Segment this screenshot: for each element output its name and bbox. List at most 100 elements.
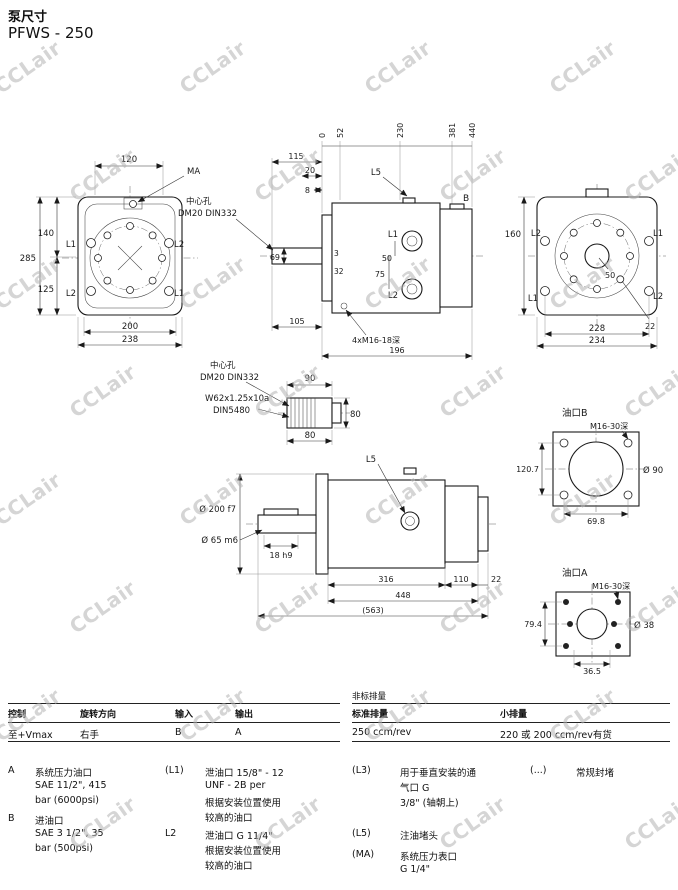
bottom-side-view: L5 Ø 200 f7 Ø 65 m6 18 h9 316 110 22 44: [199, 455, 501, 619]
dim-label: Ø 65 m6: [201, 535, 238, 546]
dim-label: 125: [38, 285, 54, 295]
legend-text: 根据安装位置使用: [205, 798, 282, 809]
dim-label: 90: [305, 374, 316, 384]
center-hole-note: DM20 DIN332: [200, 373, 259, 383]
legend-text: 常规封堵: [576, 768, 615, 779]
dim-label: 32: [334, 267, 344, 276]
side-view: 0 52 230 381 440 115 20 8 中心孔 DM20 DIN33…: [178, 123, 484, 360]
center-hole-note: 中心孔: [186, 196, 212, 207]
dim-label: 8: [305, 186, 310, 195]
table-rule: [352, 741, 670, 742]
dim-label: Ø 90: [643, 465, 663, 476]
table-cell: 220 或 200 ccm/rev有货: [500, 730, 612, 741]
table-cell: A: [235, 727, 242, 738]
dim-label: 105: [289, 317, 304, 326]
legend-text: 泄油口 G 11/4": [205, 831, 273, 842]
legend-text: bar (500psi): [35, 843, 93, 854]
legend-text: 注油堵头: [400, 831, 439, 842]
dim-label: 50: [382, 254, 392, 263]
dim-label: 200: [122, 322, 138, 332]
dim-label: 80: [350, 410, 361, 420]
dim-label: 22: [645, 322, 655, 331]
ruler-label: 0: [318, 133, 327, 138]
legend-key: A: [8, 765, 15, 776]
legend-text: 用于垂直安装的通: [400, 768, 477, 779]
table-cell: B: [175, 727, 182, 738]
dim-label: 50: [605, 271, 615, 280]
port-label: L1: [528, 294, 538, 304]
ruler-label: 381: [448, 123, 457, 138]
table-note: 非标排量: [352, 692, 387, 702]
port-label: L2: [531, 229, 541, 239]
dim-label: 80: [305, 431, 316, 441]
dim-label: 79.4: [524, 620, 542, 629]
legend-key: (...): [530, 765, 547, 776]
legend-text: UNF - 2B per: [205, 780, 266, 791]
port-label: L1: [66, 240, 76, 250]
dim-label: 18 h9: [270, 551, 293, 560]
legend-key: (MA): [352, 849, 375, 860]
legend-text: 根据安装位置使用: [205, 846, 282, 857]
port-label: L2: [66, 289, 76, 299]
port-label: L1: [388, 230, 398, 240]
dim-label: Ø 200 f7: [199, 504, 236, 515]
dim-label: 238: [122, 335, 138, 345]
table-header: 控制: [8, 710, 27, 720]
port-a-title: 油口A: [562, 567, 588, 579]
dim-label: 448: [395, 591, 410, 600]
dim-label: 3: [334, 249, 339, 258]
page-title: 泵尺寸: [8, 10, 48, 25]
dim-label: 22: [491, 575, 501, 584]
legend-text: bar (6000psi): [35, 795, 99, 806]
dim-label: 69.8: [587, 517, 605, 526]
dim-label: 160: [505, 230, 521, 240]
front-view: 120 MA 140 125 285 L1 L2 L2 L1 200 238: [20, 155, 200, 348]
table-rule: [8, 703, 340, 704]
legend-text: 系统压力油口: [35, 768, 93, 779]
port-label: B: [463, 194, 469, 204]
dim-label: 115: [288, 152, 303, 161]
legend-key: B: [8, 813, 15, 824]
legend-text: 气口 G: [400, 783, 430, 794]
legend-text: G 1/4": [400, 864, 431, 875]
center-hole-note: 中心孔: [210, 360, 236, 371]
port-label: L2: [653, 292, 663, 302]
dim-label: Ø 38: [634, 620, 654, 631]
dim-label: 110: [453, 575, 468, 584]
port-b-view: 油口B M16-30深 120.7 Ø 90 69.8: [516, 407, 663, 526]
ruler-label: 230: [396, 123, 405, 138]
dim-label: 140: [38, 229, 54, 239]
table-header: 标准排量: [352, 710, 389, 720]
dim-label: 69: [270, 253, 280, 262]
thread-note: M16-30深: [590, 422, 628, 431]
thread-note: M16-30深: [592, 582, 630, 591]
port-label: L1: [174, 289, 184, 299]
table-cell: 至+Vmax: [8, 730, 53, 741]
legend-text: 泄油口 15/8" - 12: [205, 768, 284, 779]
dim-label: 196: [389, 346, 404, 355]
dim-label: 20: [305, 166, 315, 175]
port-b-title: 油口B: [562, 407, 588, 419]
table-rule: [8, 722, 340, 723]
table-rule: [352, 703, 670, 704]
model-number: PFWS - 250: [8, 24, 94, 42]
table-rule: [352, 722, 670, 723]
dim-label: 285: [20, 254, 36, 264]
port-label: L2: [388, 291, 398, 301]
dim-label: 120.7: [516, 465, 539, 474]
table-header: 旋转方向: [80, 710, 117, 720]
dim-label: 316: [378, 575, 393, 584]
table-header: 小排量: [500, 710, 528, 720]
ruler-label: 440: [468, 123, 477, 138]
dim-label: 234: [589, 336, 605, 346]
dim-label: 120: [121, 155, 137, 165]
port-label: L1: [653, 229, 663, 239]
port-label: L2: [174, 240, 184, 250]
legend-text: 系统压力表口: [400, 852, 458, 863]
legend-text: 3/8" (轴朝上): [400, 798, 459, 809]
legend-key: (L3): [352, 765, 371, 776]
dim-label: 75: [375, 270, 385, 279]
rear-view: 160 L2 L1 L1 L2 50 22 228 234: [505, 184, 666, 349]
